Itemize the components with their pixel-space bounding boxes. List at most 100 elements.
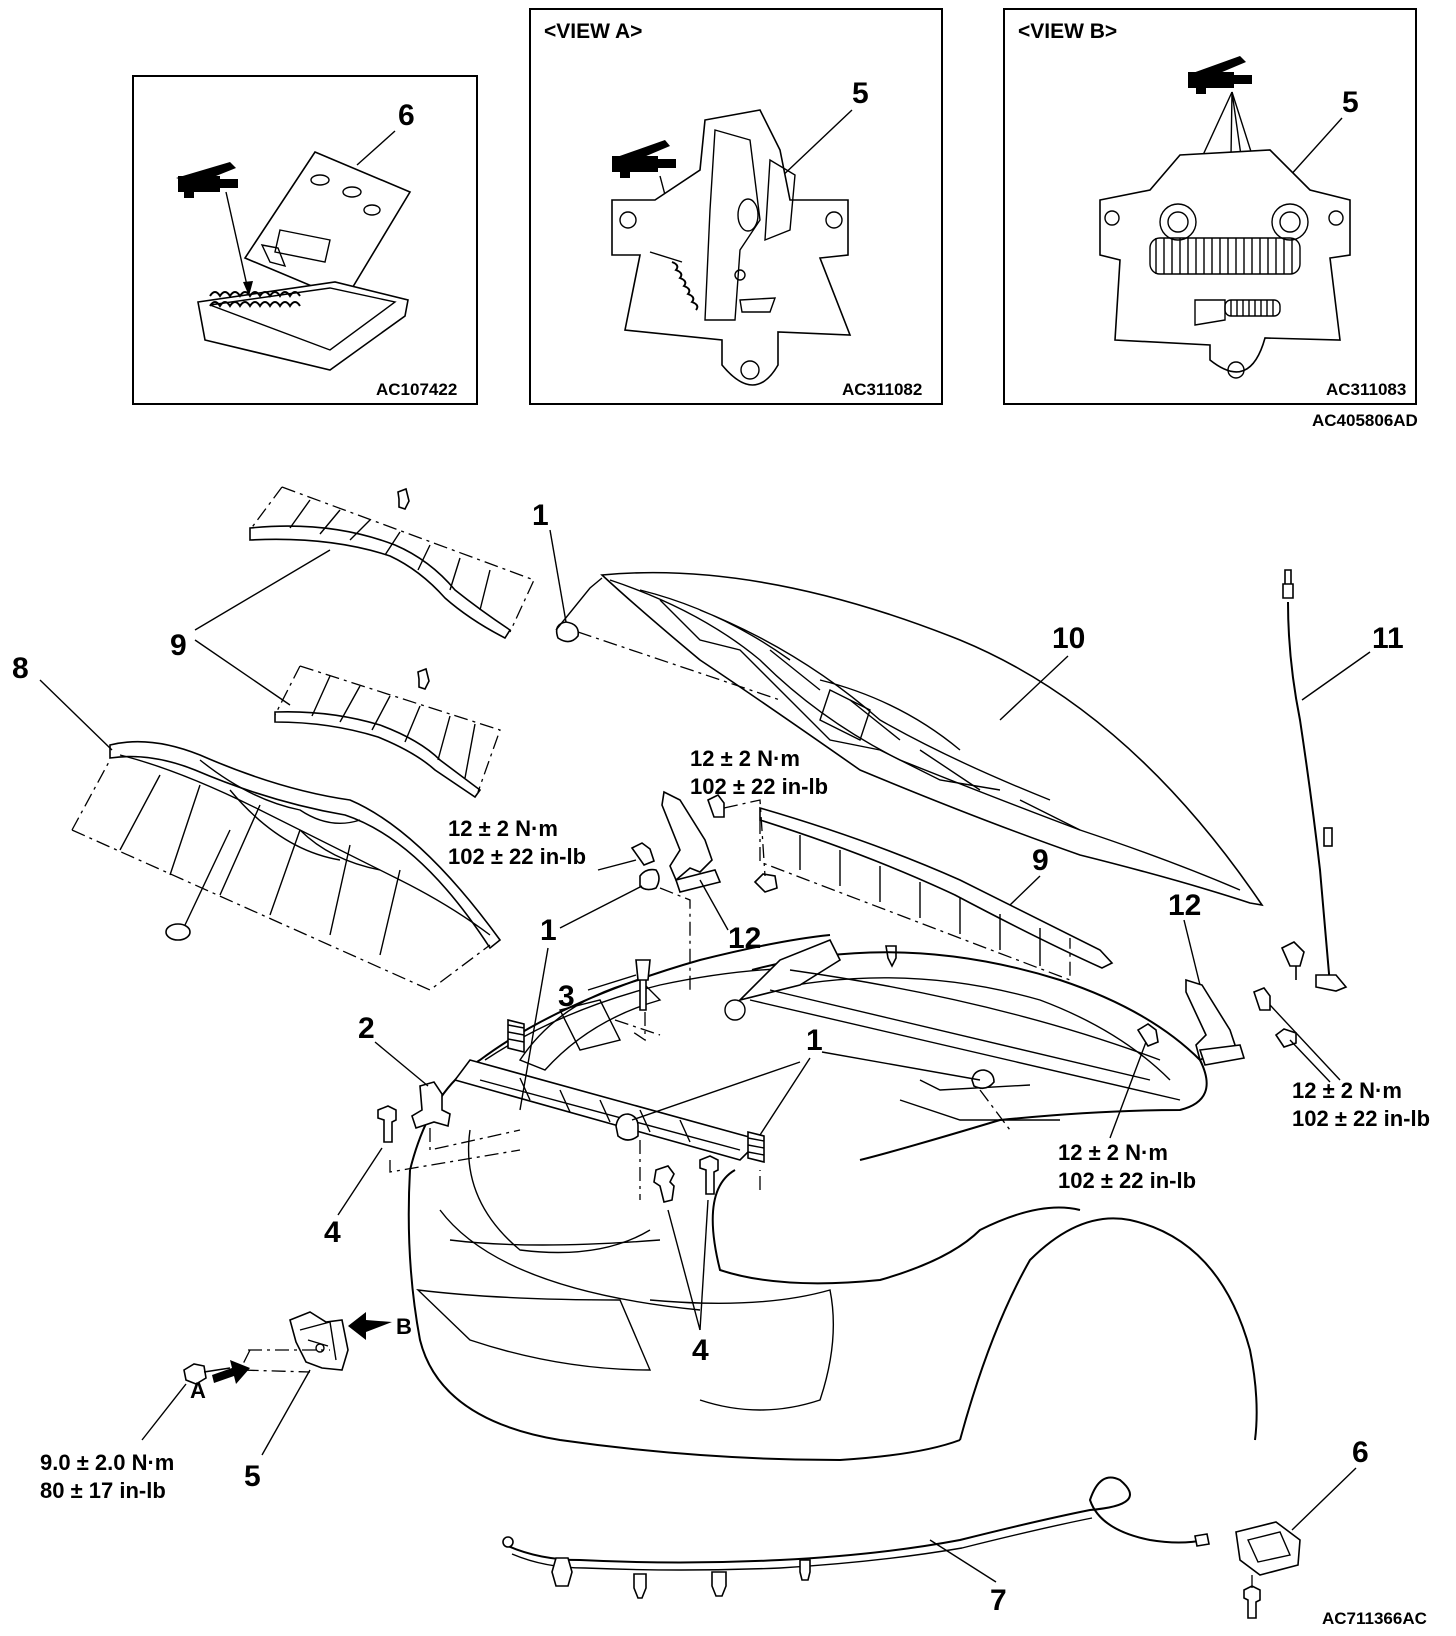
seal-clip bbox=[417, 667, 430, 690]
svg-text:B: B bbox=[396, 1314, 412, 1339]
view-arrow-b: B bbox=[348, 1312, 412, 1340]
inset-view-a: <VIEW A> 5 AC311082 bbox=[529, 8, 943, 405]
svg-text:102 ± 22 in-lb: 102 ± 22 in-lb bbox=[690, 774, 828, 799]
callout-8: 8 bbox=[12, 652, 29, 685]
inset-frame bbox=[132, 75, 478, 405]
hood-latch-view-a bbox=[611, 109, 852, 386]
hood-insulator bbox=[71, 740, 502, 991]
callout-2: 2 bbox=[358, 1012, 375, 1045]
main-code: AC711366AC bbox=[1322, 1609, 1427, 1628]
callout-1-left: 1 bbox=[540, 914, 557, 947]
hood-bumper-left bbox=[507, 1018, 525, 1054]
callout-5-view-a: 5 bbox=[852, 77, 869, 110]
hinge-bolt bbox=[1136, 1023, 1159, 1047]
cable-clip bbox=[711, 1571, 727, 1597]
hood-prop-clamp bbox=[411, 1081, 451, 1130]
torque-spec-latch: 9.0 ± 2.0 N·m 80 ± 17 in-lb bbox=[40, 1450, 174, 1503]
callout-12-right: 12 bbox=[1168, 889, 1201, 922]
latch-spring bbox=[671, 261, 699, 311]
callout-9-right: 9 bbox=[1032, 844, 1049, 877]
svg-text:12 ± 2 N·m: 12 ± 2 N·m bbox=[1058, 1140, 1168, 1165]
seal-clip bbox=[397, 487, 410, 510]
hinge-nut bbox=[753, 873, 778, 893]
inset-frame bbox=[529, 8, 943, 405]
callout-6-inset: 6 bbox=[398, 99, 415, 132]
latch-bolt-right bbox=[699, 1155, 719, 1195]
svg-text:A: A bbox=[190, 1378, 206, 1403]
insulator-clip bbox=[165, 923, 191, 941]
hood-panel bbox=[600, 571, 1264, 907]
inset-code: AC311082 bbox=[842, 380, 922, 399]
callout-4-left: 4 bbox=[324, 1216, 341, 1249]
callout-1-top: 1 bbox=[532, 499, 549, 532]
torque-spec-hinge-left-mid: 12 ± 2 N·m 102 ± 22 in-lb bbox=[448, 816, 586, 869]
hood-bumper-top bbox=[555, 621, 580, 643]
svg-text:102 ± 22 in-lb: 102 ± 22 in-lb bbox=[448, 844, 586, 869]
svg-text:12 ± 2 N·m: 12 ± 2 N·m bbox=[448, 816, 558, 841]
grease-gun-icon bbox=[1188, 56, 1252, 94]
hood-release-cable bbox=[1282, 569, 1348, 992]
hood-latch bbox=[183, 1311, 349, 1385]
view-title: <VIEW A> bbox=[544, 20, 642, 43]
seal-clip bbox=[885, 945, 897, 968]
svg-text:12 ± 2 N·m: 12 ± 2 N·m bbox=[1292, 1078, 1402, 1103]
svg-text:9.0 ± 2.0 N·m: 9.0 ± 2.0 N·m bbox=[40, 1450, 174, 1475]
callout-9-left: 9 bbox=[170, 629, 187, 662]
latch-spring bbox=[209, 291, 301, 308]
inset-frame bbox=[1003, 8, 1417, 405]
cable-clip bbox=[551, 1557, 573, 1587]
hinge-bolt bbox=[1253, 987, 1271, 1011]
inset-code: AC311083 bbox=[1326, 380, 1406, 399]
torque-spec-hinge-right-side: 12 ± 2 N·m 102 ± 22 in-lb bbox=[1292, 1078, 1430, 1131]
callout-5-view-b: 5 bbox=[1342, 86, 1359, 119]
inset-group-code: AC405806AD bbox=[1312, 411, 1418, 430]
hood-release-handle bbox=[1235, 1521, 1301, 1619]
torque-spec-hinge-right-low: 12 ± 2 N·m 102 ± 22 in-lb bbox=[1058, 1140, 1196, 1193]
hood-latch-view-b bbox=[1099, 149, 1351, 373]
handle-bolt bbox=[1243, 1585, 1261, 1619]
callout-5-main: 5 bbox=[244, 1460, 261, 1493]
view-arrow-a: A bbox=[190, 1360, 250, 1403]
callout-7: 7 bbox=[990, 1584, 1007, 1617]
latch-bolt-left bbox=[377, 1105, 397, 1143]
callout-1-right: 1 bbox=[806, 1024, 823, 1057]
svg-text:80 ± 17 in-lb: 80 ± 17 in-lb bbox=[40, 1478, 166, 1503]
hood-bumper-center bbox=[639, 868, 660, 891]
latch-nut bbox=[653, 1165, 675, 1203]
grease-gun-icon bbox=[176, 162, 238, 198]
hood-hinge-right bbox=[1136, 978, 1297, 1066]
inset-code: AC107422 bbox=[376, 380, 457, 399]
latch-plate bbox=[243, 151, 412, 302]
hood-bumper-right bbox=[971, 1069, 995, 1090]
svg-text:102 ± 22 in-lb: 102 ± 22 in-lb bbox=[1292, 1106, 1430, 1131]
vehicle-front-body bbox=[407, 934, 1258, 1462]
hinge-nut bbox=[1274, 1028, 1297, 1048]
hood-striker bbox=[635, 959, 651, 1011]
inset-tailgate-latch: 6 AC107422 bbox=[132, 75, 478, 405]
cable-bolt bbox=[1280, 941, 1305, 980]
grease-gun-icon bbox=[612, 140, 676, 178]
callout-6-main: 6 bbox=[1352, 1436, 1369, 1469]
cable-clip bbox=[799, 1559, 811, 1581]
hinge-bolt bbox=[630, 842, 655, 866]
hood-seal-upper bbox=[249, 486, 535, 640]
latch-bolt bbox=[183, 1363, 231, 1385]
callout-3: 3 bbox=[558, 980, 575, 1013]
hood-hinge-left bbox=[630, 790, 778, 893]
torque-spec-hinge-left-top: 12 ± 2 N·m 102 ± 22 in-lb bbox=[690, 746, 828, 799]
inset-view-b: <VIEW B> 5 AC311 bbox=[1003, 8, 1417, 405]
view-title: <VIEW B> bbox=[1018, 20, 1117, 43]
main-spring bbox=[1149, 237, 1301, 275]
cable-clip bbox=[633, 1573, 647, 1599]
svg-text:102 ± 22 in-lb: 102 ± 22 in-lb bbox=[1058, 1168, 1196, 1193]
callout-4-right: 4 bbox=[692, 1334, 709, 1367]
hinge-bolt bbox=[707, 793, 725, 818]
callout-11: 11 bbox=[1372, 622, 1404, 655]
callout-10: 10 bbox=[1052, 622, 1085, 655]
hood-release-cable-lower bbox=[502, 1476, 1210, 1599]
svg-text:12 ± 2 N·m: 12 ± 2 N·m bbox=[690, 746, 800, 771]
hood-seal-lower bbox=[274, 665, 501, 799]
cowl-seal-right bbox=[759, 806, 1114, 981]
